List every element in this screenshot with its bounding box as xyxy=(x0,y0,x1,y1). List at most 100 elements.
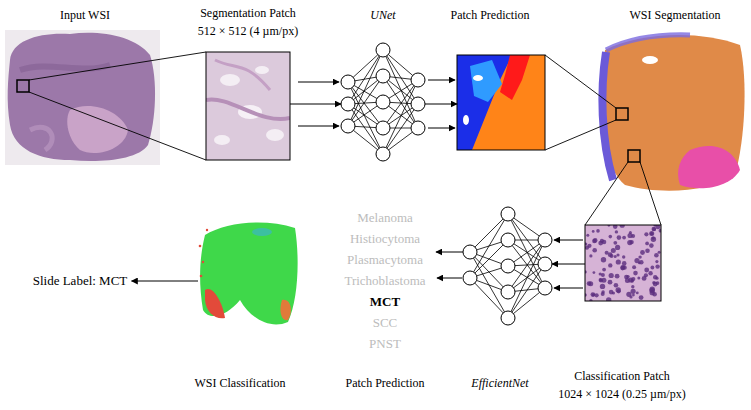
cell-nucleus xyxy=(626,275,629,278)
image-node: Patch Prediction xyxy=(440,4,550,154)
flow-arrow xyxy=(554,240,583,241)
cell-nucleus xyxy=(591,292,596,297)
image-frame xyxy=(198,218,300,330)
cell-nucleus xyxy=(651,237,656,242)
node-label: Segmentation Patch xyxy=(200,6,296,20)
cell-nucleus xyxy=(616,253,619,256)
segmentation-patch-image xyxy=(206,52,290,160)
cell-nucleus xyxy=(654,253,659,258)
cell-nucleus xyxy=(588,281,593,286)
cell-nucleus xyxy=(652,227,656,231)
flow-arrow xyxy=(425,104,457,105)
cell-nucleus xyxy=(593,271,596,274)
class-list: MelanomaHistiocytomaPlasmacytomaTrichobl… xyxy=(322,205,450,400)
node-label: MCT xyxy=(370,295,400,309)
cell-nucleus xyxy=(615,230,618,233)
cell-nucleus xyxy=(649,243,654,248)
cell-nucleus xyxy=(638,262,641,265)
result-label: Slide Label: MCT xyxy=(29,271,132,291)
network-symbol xyxy=(341,43,425,161)
node-label: Input WSI xyxy=(60,8,110,22)
flow-arrow xyxy=(298,126,339,127)
node-label: WSI Classification xyxy=(195,376,286,390)
cell-nucleus xyxy=(593,238,598,243)
cell-nucleus xyxy=(617,289,621,293)
node-label: Trichoblastoma xyxy=(344,274,425,288)
cell-nucleus xyxy=(599,278,603,282)
zoom-line xyxy=(585,162,661,225)
cell-nucleus xyxy=(601,290,604,293)
cell-nucleus xyxy=(609,273,614,278)
cell-nucleus xyxy=(638,255,641,258)
flow-arrow xyxy=(298,82,339,83)
cell-nucleus xyxy=(644,232,648,236)
cell-nucleus xyxy=(652,292,657,297)
flow-arrow xyxy=(290,104,341,105)
cell-nucleus xyxy=(609,290,614,295)
cell-nucleus xyxy=(639,295,644,300)
node-label: EfficientNet xyxy=(471,376,528,390)
cell-nucleus xyxy=(645,242,649,246)
cell-nucleus xyxy=(592,230,595,233)
cell-nucleus xyxy=(652,227,657,232)
image-node: WSI Segmentation xyxy=(594,4,749,196)
cell-nucleus xyxy=(620,266,625,271)
cell-nucleus xyxy=(608,280,613,285)
cell-nucleus xyxy=(613,241,617,245)
image-frame xyxy=(598,30,748,195)
cell-nucleus xyxy=(596,229,600,233)
wsi-classification-image xyxy=(199,222,298,324)
node-label: Slide Label: MCT xyxy=(33,274,128,288)
zoom-line xyxy=(545,55,616,150)
image-frame xyxy=(5,30,160,165)
cell-nucleus xyxy=(642,276,647,281)
cell-nucleus xyxy=(636,292,639,295)
cell-nucleus xyxy=(644,268,649,273)
cell-nucleus xyxy=(613,225,618,229)
cell-nucleus xyxy=(629,295,632,298)
image-node: Classification Patch 1024 × 1024 (0.25 µm… xyxy=(553,222,708,408)
cell-nucleus xyxy=(622,255,625,258)
cell-nucleus xyxy=(622,236,626,240)
cell-nucleus xyxy=(658,251,661,254)
cell-nucleus xyxy=(609,235,613,239)
node-label: Plasmacytoma xyxy=(347,253,423,267)
flow-arrow xyxy=(437,278,462,279)
network-node: UNet xyxy=(330,4,430,164)
node-label: Classification Patch xyxy=(574,369,670,383)
node-label: Melanoma xyxy=(357,211,413,225)
flow-arrow xyxy=(436,252,463,253)
image-node: Segmentation Patch512 × 512 (4 µm/px) xyxy=(180,4,315,164)
node-label: PNST xyxy=(369,337,401,351)
cell-nucleus xyxy=(631,289,636,294)
cell-nucleus xyxy=(600,284,605,289)
cell-nucleus xyxy=(651,266,655,270)
cell-nucleus xyxy=(606,297,611,301)
node-label: Patch Prediction xyxy=(451,8,530,22)
cell-nucleus xyxy=(586,234,589,237)
cell-nucleus xyxy=(650,232,654,236)
cell-nucleus xyxy=(629,240,633,244)
cell-nucleus xyxy=(615,245,620,250)
image-node: WSI Classification xyxy=(185,214,310,394)
cell-nucleus xyxy=(637,277,640,280)
flow-arrow xyxy=(428,128,455,129)
cell-nucleus xyxy=(602,240,606,244)
flow-arrow xyxy=(552,264,585,265)
cell-nucleus xyxy=(608,263,612,267)
cell-nucleus xyxy=(632,265,636,269)
flow-arrow xyxy=(554,288,583,289)
zoom-line xyxy=(29,52,206,160)
cell-nucleus xyxy=(589,254,592,257)
wsi-thumbnail xyxy=(5,30,160,165)
image-frame xyxy=(206,52,290,160)
cell-nucleus xyxy=(592,239,596,243)
cell-nucleus xyxy=(640,250,645,255)
cell-nucleus xyxy=(614,255,617,258)
cell-nucleus xyxy=(655,277,658,280)
cell-nucleus xyxy=(610,254,614,258)
image-node: Input WSI xyxy=(2,4,165,170)
node-label: Patch Prediction xyxy=(346,376,425,390)
node-label: 1024 × 1024 (0.25 µm/px) xyxy=(558,387,685,401)
cell-nucleus xyxy=(592,248,597,253)
